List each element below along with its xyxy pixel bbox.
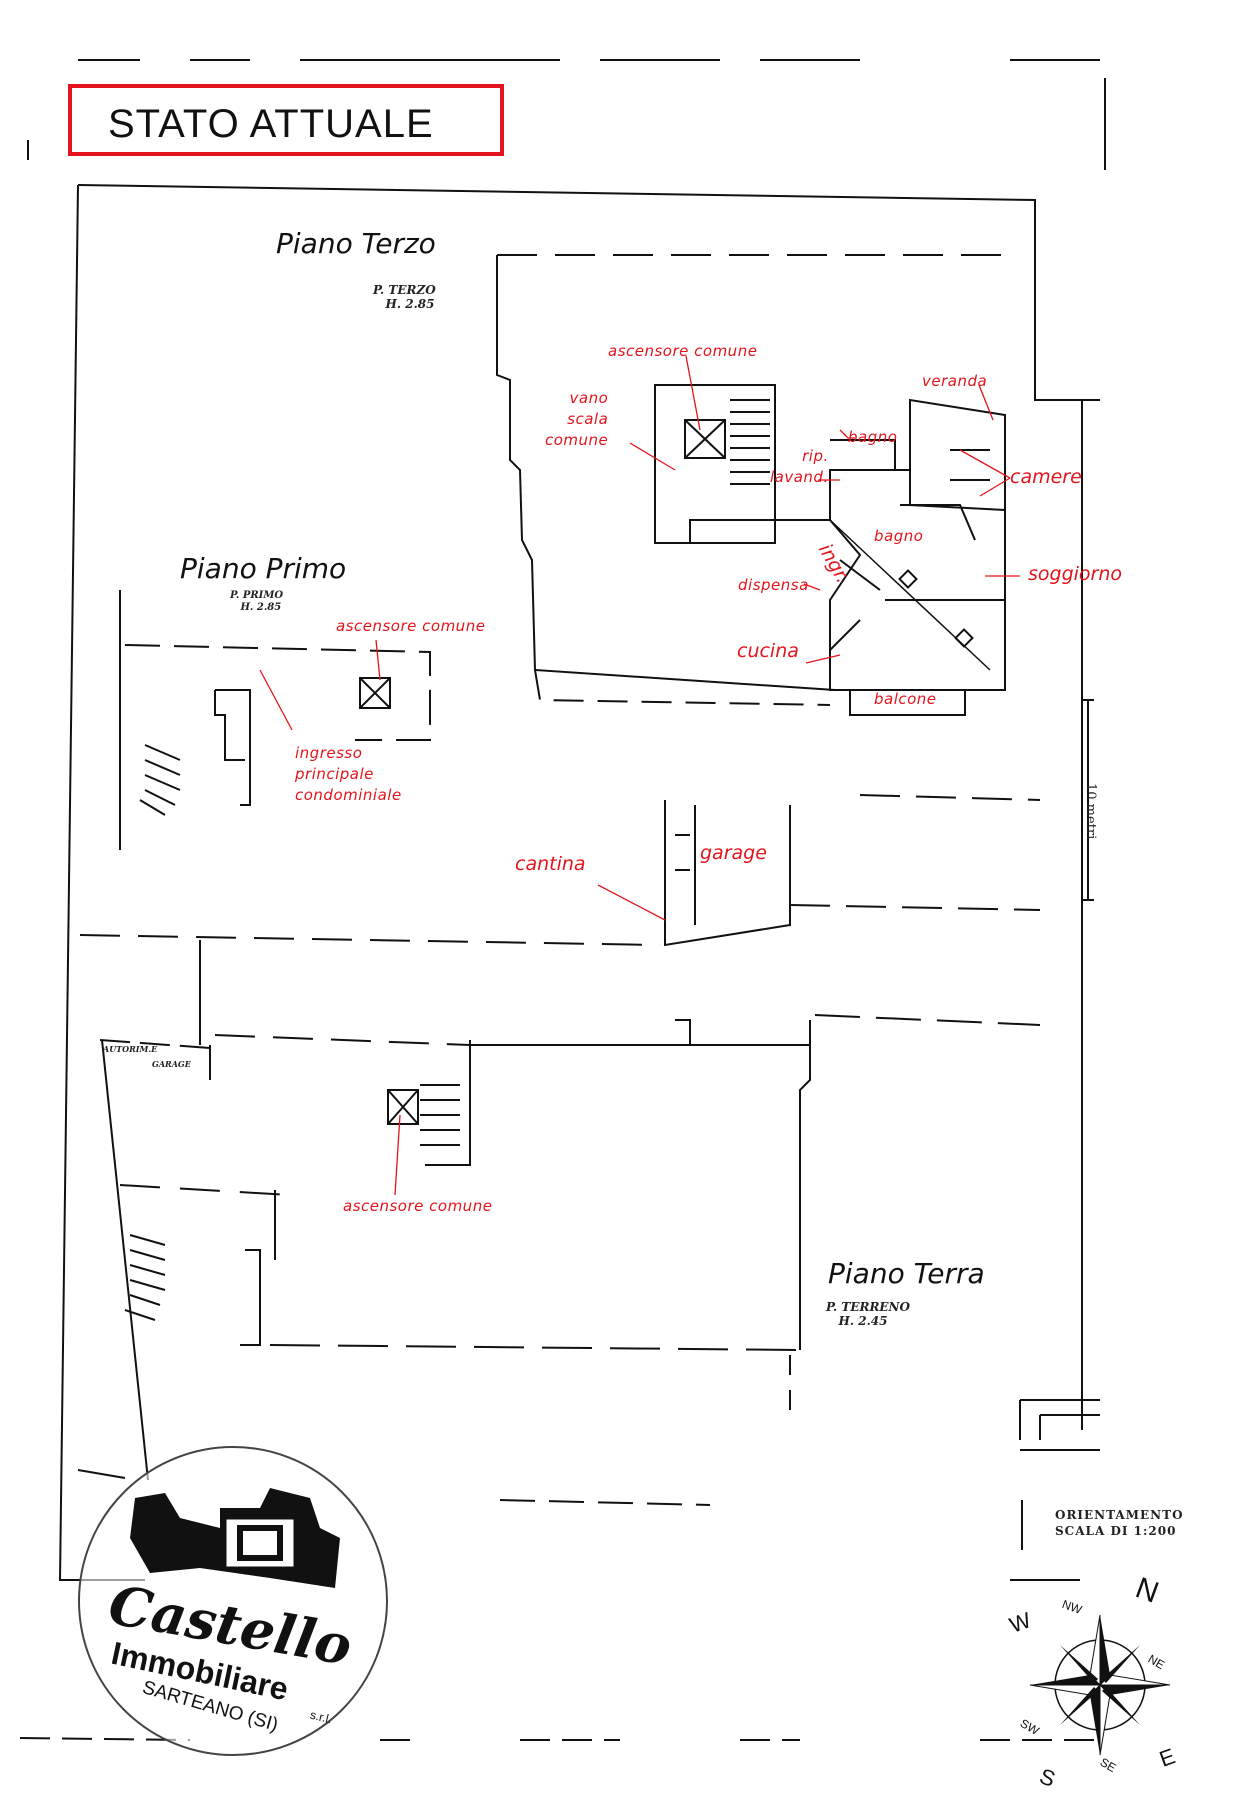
- stamp-terzo: P. TERZO H. 2.85: [373, 283, 436, 312]
- label-camere: camere: [1010, 466, 1082, 488]
- stamp-primo: P. PRIMO H. 2.85: [230, 590, 284, 613]
- agency-logo: Castello Immobiliare s.r.l. SARTEANO (SI…: [78, 1446, 388, 1756]
- floor-label-terzo: Piano Terzo: [276, 227, 436, 260]
- orientation-note: ORIENTAMENTO SCALA DI 1:200: [1055, 1508, 1184, 1539]
- label-vano-scala: vano scala comune: [545, 389, 609, 449]
- compass-star-icon: [1029, 1614, 1171, 1756]
- label-ingresso-principale: ingresso principale condominiale: [295, 744, 402, 804]
- floor-label-primo: Piano Primo: [180, 552, 347, 585]
- label-cucina: cucina: [737, 640, 799, 662]
- label-bagno-1: bagno: [848, 428, 898, 446]
- orientation-title: ORIENTAMENTO: [1055, 1508, 1184, 1522]
- label-bagno-2: bagno: [874, 527, 924, 545]
- compass-rose: N W E S NW NE SW SE: [1000, 1571, 1200, 1791]
- label-balcone: balcone: [874, 690, 937, 708]
- orientation-scale: SCALA DI 1:200: [1055, 1523, 1177, 1538]
- label-soggiorno: soggiorno: [1028, 563, 1123, 585]
- scale-bar-label: 10 metri: [1083, 783, 1098, 840]
- stamp-autorimesse: AUTORIM.E: [103, 1044, 158, 1054]
- label-ascensore-terra: ascensore comune: [343, 1197, 493, 1215]
- label-garage: garage: [700, 842, 767, 864]
- logo-srl: s.r.l.: [308, 1707, 334, 1727]
- page-title: STATO ATTUALE: [108, 102, 434, 146]
- label-dispensa: dispensa: [738, 576, 809, 594]
- label-ascensore-terzo: ascensore comune: [608, 342, 758, 360]
- floor-label-terra: Piano Terra: [828, 1257, 985, 1290]
- title-box: STATO ATTUALE: [68, 84, 504, 156]
- stamp-terreno: P. TERRENO H. 2.45: [826, 1300, 910, 1329]
- label-rip-lavand: rip. lavand.: [770, 447, 829, 486]
- label-ascensore-primo: ascensore comune: [336, 617, 486, 635]
- label-cantina: cantina: [515, 853, 586, 875]
- label-veranda: veranda: [922, 372, 988, 390]
- stamp-garage-small: GARAGE: [152, 1059, 191, 1069]
- castle-icon: [130, 1488, 340, 1588]
